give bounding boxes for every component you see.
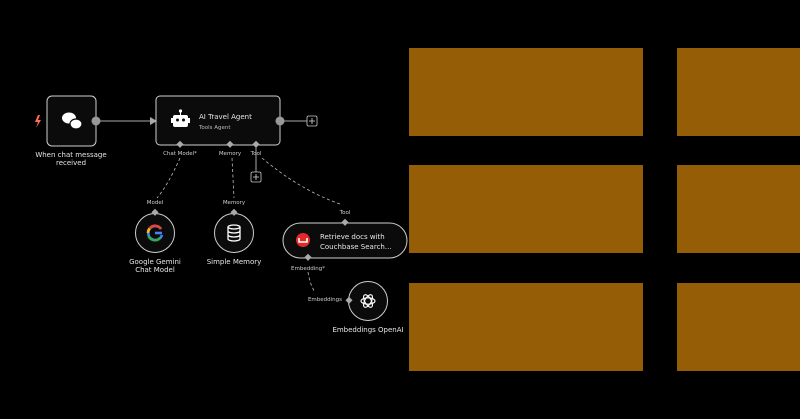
trigger-label: When chat message [35,151,106,159]
agent-output-port[interactable] [275,116,285,126]
gemini-label-2: Chat Model [135,266,175,274]
panel-r3c2 [677,283,800,371]
tool-port-label: Tool [339,210,351,216]
couchbase-node[interactable]: Tool Retrieve docs with Couchbase Search… [282,210,408,272]
plus-icon [309,118,315,124]
panel-r2c2 [677,165,800,253]
embedding-port-label: Embedding* [291,266,325,272]
memory-label: Simple Memory [207,258,262,266]
agent-node[interactable]: AI Travel Agent Tools Agent Chat Model* … [155,95,285,157]
port-chat-model-label: Chat Model* [163,151,197,157]
agent-title: AI Travel Agent [199,113,252,121]
openai-node[interactable]: Embeddings Embeddings OpenAI [308,281,404,335]
add-tool-button[interactable] [250,171,262,183]
panel-r1c2 [677,48,800,136]
plus-icon [253,174,259,180]
port-tool-label: Tool [250,151,262,157]
memory-node[interactable]: Memory Simple Memory [207,200,262,266]
agent-subtitle: Tools Agent [198,125,231,131]
port-memory-label: Memory [219,151,242,157]
arrow-icon [150,117,157,125]
database-icon [227,224,241,242]
output-port[interactable] [91,116,101,126]
lightning-icon [35,115,41,128]
couchbase-icon [296,233,310,247]
panel-r2c1 [409,165,643,253]
embeddings-port-label: Embeddings [308,297,342,303]
model-port-label: Model [147,200,164,206]
couchbase-label-2: Couchbase Search... [320,243,392,251]
gemini-node[interactable]: Model Google Gemini Chat Model [129,200,181,274]
model-connection [156,157,181,199]
embedding-connection [307,271,316,293]
openai-label: Embeddings OpenAI [332,326,403,334]
google-icon [146,224,164,242]
couchbase-label: Retrieve docs with [320,233,385,241]
openai-icon [360,294,376,308]
memory-connection [231,157,235,199]
memory-port-label: Memory [223,200,246,206]
gemini-label: Google Gemini [129,258,181,266]
trigger-label-2: received [56,159,86,167]
trigger-node[interactable]: When chat message received [35,95,107,167]
tool-connection [261,157,341,205]
robot-icon [171,109,190,127]
panel-r3c1 [409,283,643,371]
add-node-button[interactable] [306,115,318,127]
chat-bubbles-icon [62,112,83,130]
ports[interactable] [176,140,260,148]
panel-r1c1 [409,48,643,136]
